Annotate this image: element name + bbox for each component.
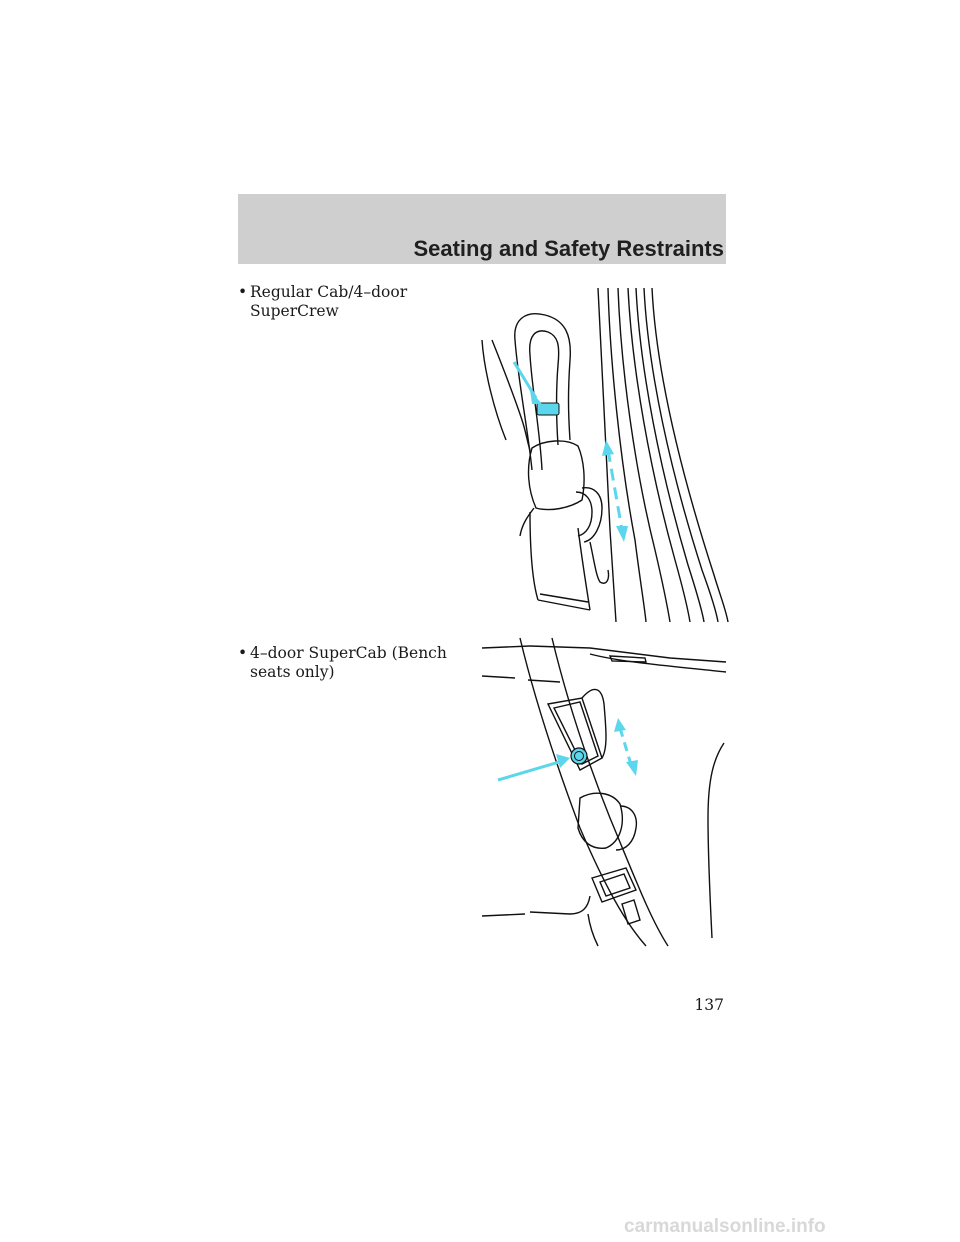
- belt-adjuster-illustration-pillar: [481, 287, 729, 623]
- list-item-text: Regular Cab/4–door SuperCrew: [250, 283, 408, 320]
- belt-adjuster-illustration-supercab: [481, 637, 727, 947]
- list-item-text: 4–door SuperCab (Bench seats only): [250, 644, 447, 681]
- watermark-text: carmanualsonline.info: [624, 1216, 826, 1237]
- watermark-logo: carmanualsonline.info: [624, 1216, 826, 1237]
- bullet-icon: •: [238, 644, 248, 662]
- bullet-icon: •: [238, 283, 248, 301]
- list-item: • 4–door SuperCab (Bench seats only): [238, 644, 468, 682]
- section-header-band: Seating and Safety Restraints: [238, 194, 726, 264]
- section-title: Seating and Safety Restraints: [413, 236, 724, 261]
- page-number: 137: [694, 996, 724, 1014]
- list-item: • Regular Cab/4–door SuperCrew: [238, 283, 468, 321]
